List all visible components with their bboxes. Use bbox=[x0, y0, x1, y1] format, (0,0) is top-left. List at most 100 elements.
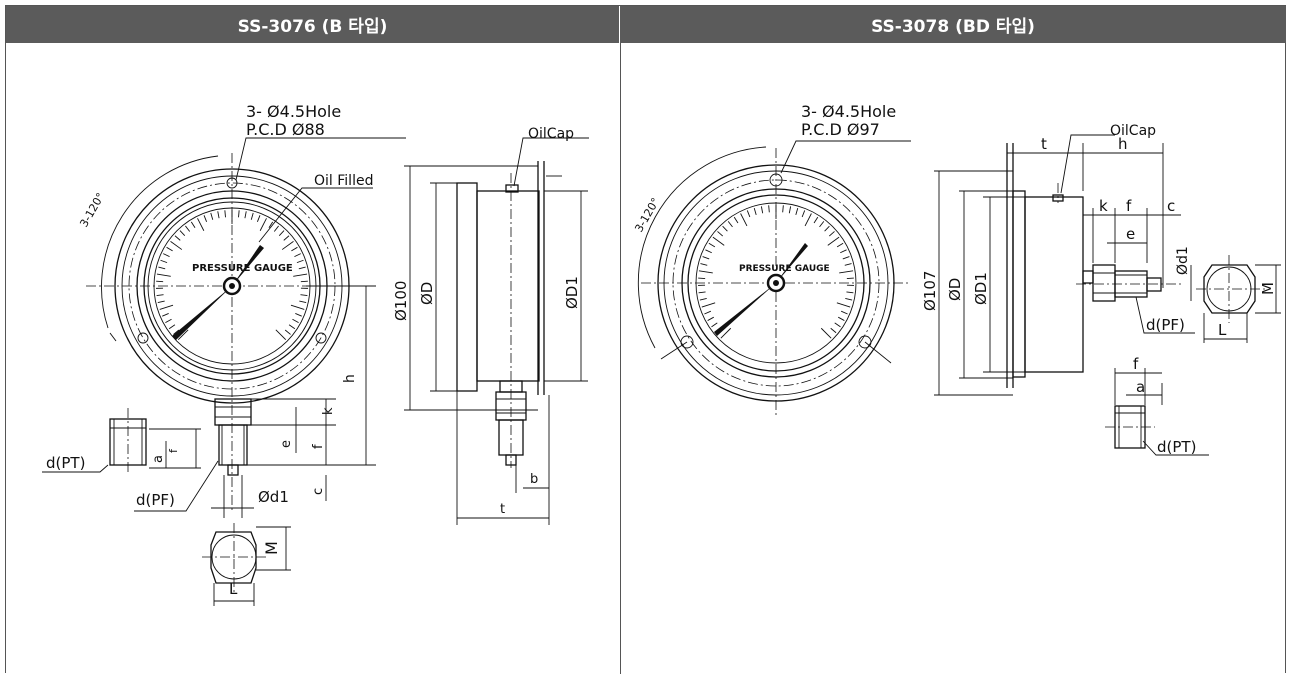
dial-tick bbox=[163, 254, 169, 257]
dial-tick bbox=[299, 301, 306, 303]
dial-tick bbox=[257, 215, 260, 222]
dial-tick bbox=[284, 236, 289, 241]
spec-table: SS-3076 (B 타입) SS-3078 (BD 타입) PRESSURE … bbox=[5, 5, 1286, 673]
pcd-label: P.C.D Ø88 bbox=[246, 120, 325, 139]
dial-tick bbox=[160, 260, 167, 262]
dial-tick bbox=[175, 236, 180, 241]
gauge-side-view bbox=[404, 138, 589, 525]
dim-L-bd: L bbox=[1218, 321, 1227, 339]
dim-k-bd: k bbox=[1099, 197, 1108, 215]
dial-tick bbox=[754, 208, 756, 215]
dim-d107: Ø107 bbox=[921, 271, 939, 311]
drawing-b-type: PRESSURE GAUGE 3-120° 3- Ø4.5Hole P.C.D … bbox=[6, 43, 620, 674]
d-pt-label-bd: d(PT) bbox=[1157, 438, 1196, 456]
dial-tick bbox=[839, 271, 853, 273]
dial-tick bbox=[841, 311, 847, 314]
dial-tick bbox=[708, 317, 714, 320]
dim-c-bd: c bbox=[1167, 197, 1175, 215]
dial-tick bbox=[837, 243, 843, 247]
hex-bottom-view bbox=[202, 523, 291, 606]
dial-tick bbox=[157, 295, 164, 296]
socket-front bbox=[215, 399, 251, 475]
dim-e-bd: e bbox=[1126, 225, 1135, 243]
oilcap-label-bd: OilCap bbox=[1110, 123, 1156, 139]
dial-tick bbox=[705, 250, 711, 253]
dial-tick bbox=[837, 303, 850, 307]
dim-d100: Ø100 bbox=[392, 281, 410, 321]
dim-M: M bbox=[262, 541, 281, 555]
dial-tick bbox=[820, 221, 824, 227]
dim-c: c bbox=[311, 488, 326, 495]
dial-tick bbox=[769, 205, 770, 212]
dial-tick bbox=[840, 250, 846, 253]
dial-tick bbox=[295, 313, 301, 316]
dial-tick bbox=[829, 231, 834, 236]
dial-tick bbox=[843, 257, 850, 259]
dial-tick bbox=[796, 208, 798, 215]
dial-tick bbox=[289, 325, 295, 329]
dial-tick bbox=[761, 206, 762, 213]
dial-tick bbox=[835, 323, 841, 327]
gauge-side-view-bd bbox=[934, 135, 1195, 395]
d-pf-label-bd: d(PF) bbox=[1146, 316, 1185, 334]
dial-tick bbox=[294, 254, 300, 257]
dial-tick bbox=[245, 211, 246, 218]
dial-tick bbox=[845, 298, 852, 300]
dial-tick bbox=[225, 210, 226, 217]
dial-tick bbox=[831, 328, 836, 332]
dial-tick bbox=[699, 271, 713, 273]
dim-dD-bd: ØD bbox=[946, 278, 964, 301]
dial-tick bbox=[180, 231, 185, 236]
angle-label-bd: 3-120° bbox=[632, 196, 662, 235]
dim-d1: Ød1 bbox=[258, 488, 289, 506]
dim-L: L bbox=[229, 580, 238, 598]
pcd-label-bd: P.C.D Ø97 bbox=[801, 120, 880, 139]
dial-tick bbox=[789, 206, 790, 213]
dim-f-bd: f bbox=[1126, 197, 1132, 215]
dial-tick bbox=[741, 214, 747, 226]
dim-dD1-bd: ØD1 bbox=[972, 272, 990, 305]
dial-tick bbox=[711, 323, 717, 327]
dial-tick bbox=[846, 292, 853, 293]
dial-tick bbox=[197, 218, 203, 230]
hole-label-bd: 3- Ø4.5Hole bbox=[801, 102, 896, 121]
dial-tick bbox=[802, 210, 805, 217]
dial-tick bbox=[260, 218, 266, 230]
dial-tick bbox=[185, 226, 189, 232]
dial-tick bbox=[297, 260, 304, 262]
dim-h-bd: h bbox=[1118, 135, 1128, 153]
dial-tick bbox=[251, 213, 253, 220]
dial-tick bbox=[276, 330, 286, 340]
dial-tick bbox=[709, 243, 715, 247]
angle-label: 3-120° bbox=[77, 191, 107, 230]
dial-tick bbox=[167, 247, 173, 251]
oilcap-label: OilCap bbox=[528, 126, 574, 142]
front-dimensions bbox=[238, 286, 376, 501]
dial-tick bbox=[717, 231, 722, 236]
dial-tick bbox=[191, 222, 195, 228]
dial-tick bbox=[218, 211, 219, 218]
dial-tick bbox=[825, 226, 830, 231]
d-pf-label: d(PF) bbox=[136, 491, 175, 509]
dial-tick bbox=[783, 205, 784, 212]
dim-e: e bbox=[279, 440, 294, 448]
dial-tick bbox=[821, 328, 831, 338]
dial-tick bbox=[204, 215, 207, 222]
dim-d1-bd: Ød1 bbox=[1175, 246, 1191, 275]
dial-tick bbox=[704, 311, 710, 314]
hole-label: 3- Ø4.5Hole bbox=[246, 102, 341, 121]
dim-f: f bbox=[311, 444, 326, 449]
dial-tick bbox=[700, 298, 707, 300]
gauge-front-view: PRESSURE GAUGE 3-120° bbox=[77, 138, 406, 513]
dim-M-bd: M bbox=[1259, 282, 1277, 295]
dial-tick bbox=[274, 226, 278, 232]
dial-tick bbox=[702, 303, 715, 307]
dial-tick bbox=[700, 264, 707, 266]
dial-tick bbox=[157, 274, 171, 276]
dial-tick bbox=[299, 267, 306, 269]
dial-tick bbox=[291, 305, 304, 309]
dim-f-pt: f bbox=[167, 448, 180, 453]
dial-tick bbox=[747, 210, 750, 217]
dial-tick bbox=[169, 325, 175, 329]
dial-tick bbox=[162, 313, 168, 316]
